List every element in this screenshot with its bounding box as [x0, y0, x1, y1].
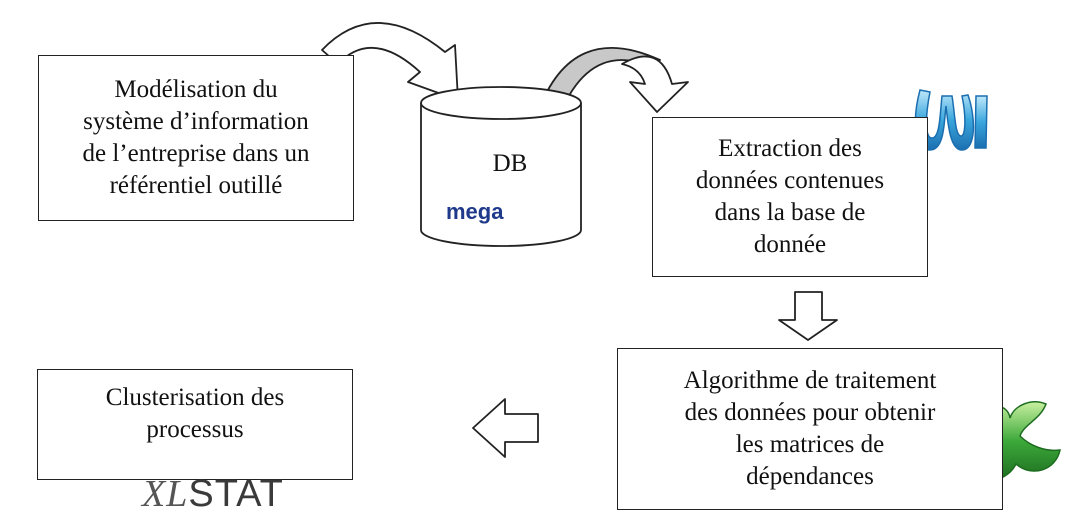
extraction-text: Extraction des données contenues dans la…	[696, 133, 884, 261]
xlstat-logo: XLSTAT	[142, 472, 284, 516]
algorithme-text: Algorithme de traitement des données pou…	[684, 365, 937, 493]
clusterisation-box: Clusterisation des processus	[37, 369, 353, 480]
curved-arrow-to-extraction	[537, 47, 689, 115]
clusterisation-line: processus	[146, 416, 244, 443]
curved-arrow-to-db	[321, 22, 459, 101]
extraction-line: données contenues	[695, 167, 885, 194]
modelisation-line: de l’entreprise dans un	[82, 140, 310, 167]
clusterisation-text: Clusterisation des processus	[106, 382, 284, 446]
extraction-line: dans la base de	[714, 199, 866, 226]
down-arrow	[778, 291, 838, 341]
extraction-box: Extraction des données contenues dans la…	[652, 117, 928, 277]
modelisation-line: Modélisation du	[114, 76, 278, 103]
algorithme-line: les matrices de	[735, 431, 885, 458]
extraction-line: Extraction des	[718, 135, 862, 162]
database-cylinder	[420, 86, 582, 247]
xlstat-suffix: STAT	[188, 473, 284, 515]
modelisation-text: Modélisation du système d’information de…	[82, 74, 309, 202]
ms-word-logo-icon	[914, 89, 988, 151]
modelisation-line: référentiel outillé	[109, 172, 283, 199]
database-label: DB	[492, 150, 528, 177]
algorithme-line: dépendances	[746, 463, 874, 490]
xlstat-prefix: XL	[142, 473, 189, 515]
mega-logo-text: mega	[446, 199, 504, 224]
algorithme-line: des données pour obtenir	[684, 399, 936, 426]
left-arrow	[472, 398, 539, 458]
algorithme-line: Algorithme de traitement	[683, 367, 937, 394]
algorithme-box: Algorithme de traitement des données pou…	[617, 348, 1003, 510]
clusterisation-line: Clusterisation des	[105, 384, 285, 411]
modelisation-box: Modélisation du système d’information de…	[38, 55, 354, 221]
modelisation-line: système d’information	[83, 108, 309, 135]
extraction-line: donnée	[753, 231, 827, 258]
